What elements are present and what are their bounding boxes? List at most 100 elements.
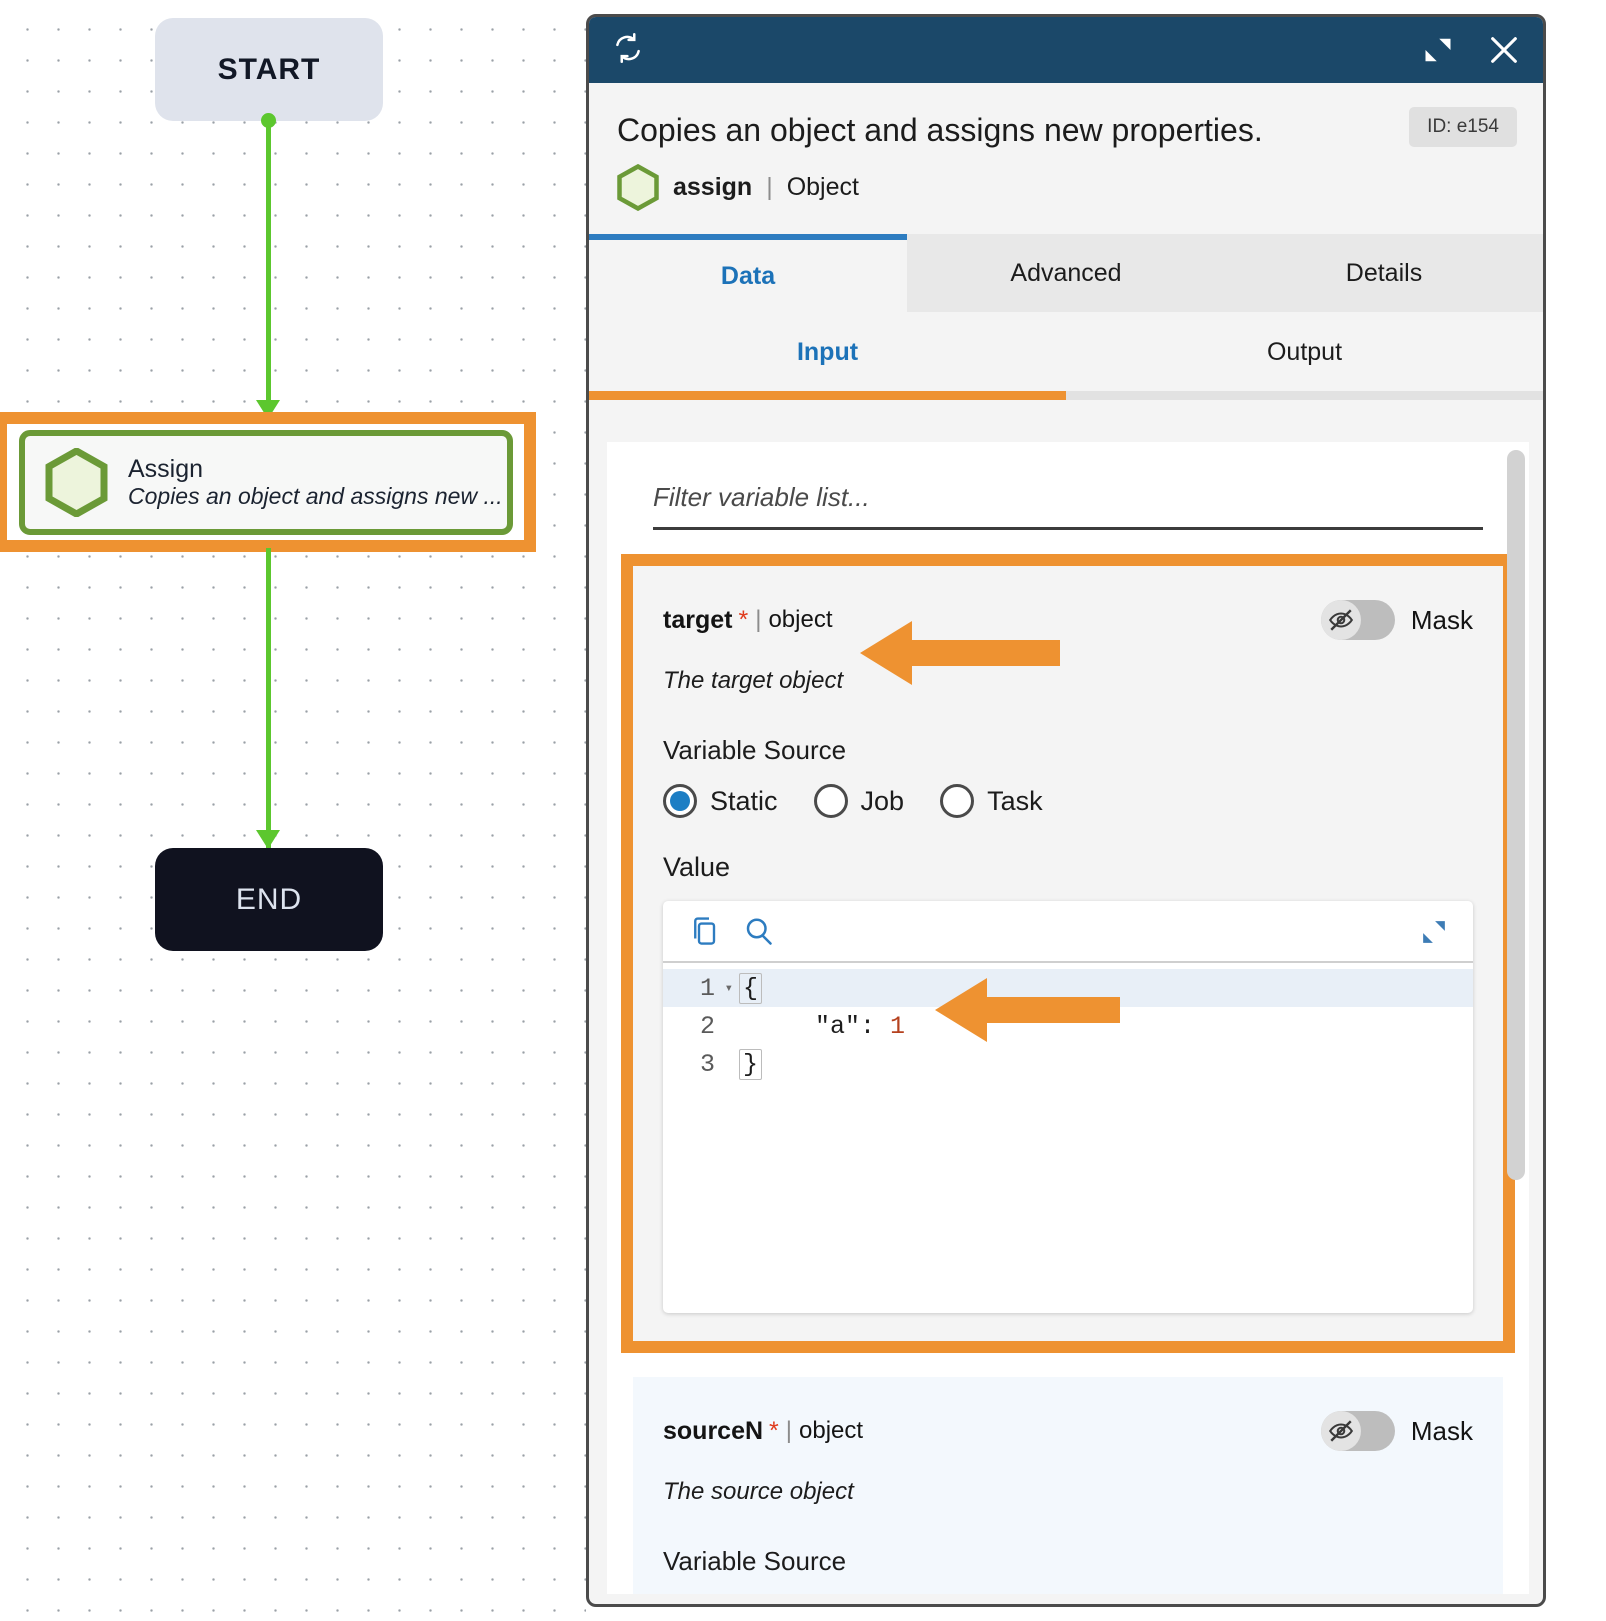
- radio-job-circle: [813, 784, 848, 818]
- code-json-value: 1: [890, 1011, 906, 1041]
- dialog-subtitle-row: assign | Object: [589, 148, 1543, 212]
- code-text: "a": 1: [739, 1012, 905, 1041]
- radio-job[interactable]: Job: [813, 784, 905, 818]
- radio-job-label: Job: [860, 785, 905, 816]
- variable-type: object: [799, 1417, 864, 1444]
- radio-task-label: Task: [987, 785, 1043, 816]
- eye-off-icon: [1320, 600, 1361, 640]
- end-node-label: END: [235, 882, 303, 916]
- close-icon[interactable]: [1487, 33, 1521, 67]
- mask-control: Mask: [1320, 1411, 1473, 1451]
- id-badge: ID: e154: [1409, 107, 1517, 147]
- variable-description: The source object: [663, 1478, 854, 1505]
- page-title: Copies an object and assigns new propert…: [617, 112, 1263, 148]
- value-label: Value: [663, 852, 731, 882]
- tab-output-label: Output: [1266, 338, 1343, 367]
- code-text: }: [739, 1048, 763, 1080]
- dialog-header: [589, 17, 1543, 83]
- variable-card-sourceN-wrap: sourceN * | object: [633, 1377, 1503, 1594]
- filter-input[interactable]: [653, 478, 1483, 530]
- code-line[interactable]: 3 }: [663, 1045, 1473, 1083]
- variable-source-label: Variable Source: [663, 1546, 847, 1576]
- edge-arrowhead: [256, 830, 280, 849]
- variable-description: The target object: [663, 667, 844, 694]
- line-number: 1▾: [699, 973, 733, 1003]
- code-line[interactable]: 2 "a": 1: [663, 1007, 1473, 1045]
- vertical-scrollbar[interactable]: [1507, 450, 1525, 1180]
- variable-card-sourceN: sourceN * | object: [633, 1377, 1503, 1594]
- assign-node-subtitle: Copies an object and assigns new ...: [128, 482, 503, 509]
- required-marker: *: [769, 1416, 779, 1445]
- variables-panel[interactable]: target * | object: [607, 442, 1529, 1594]
- search-icon[interactable]: [743, 916, 773, 946]
- restore-window-icon[interactable]: [1423, 35, 1453, 65]
- hexagon-icon: [617, 164, 659, 212]
- tab-input-label: Input: [796, 338, 859, 367]
- code-json-key: "a":: [815, 1011, 876, 1041]
- assign-node-title: Assign: [128, 454, 204, 483]
- tab-data[interactable]: Data: [589, 234, 907, 313]
- flow-canvas[interactable]: START Assign Copies an object and assign…: [0, 0, 586, 1621]
- eye-off-icon: [1320, 1411, 1361, 1451]
- io-tabs: Input Output: [589, 312, 1543, 401]
- edge-source-dot: [261, 113, 276, 128]
- assign-node[interactable]: Assign Copies an object and assigns new …: [19, 430, 513, 535]
- expand-icon[interactable]: [1421, 919, 1447, 950]
- radio-static-label: Static: [710, 785, 778, 816]
- variable-header: sourceN * | object: [663, 1411, 1473, 1451]
- tab-details[interactable]: Details: [1225, 234, 1543, 313]
- tab-data-label: Data: [720, 261, 776, 290]
- required-marker: *: [738, 605, 749, 634]
- start-node-label: START: [217, 52, 321, 86]
- hexagon-icon: [45, 448, 108, 517]
- tab-advanced[interactable]: Advanced: [907, 234, 1225, 313]
- filter-row: [607, 442, 1529, 530]
- activity-type: Object: [786, 173, 859, 202]
- start-node[interactable]: START: [155, 18, 383, 121]
- mask-label: Mask: [1410, 1415, 1473, 1446]
- tab-output[interactable]: Output: [1066, 312, 1543, 401]
- activity-name: assign: [673, 173, 753, 202]
- variable-source-radios: Static Job Task: [663, 784, 1473, 818]
- variable-card-target: target * | object: [633, 566, 1503, 1341]
- sync-icon[interactable]: [613, 32, 643, 69]
- variable-header: target * | object: [663, 600, 1473, 640]
- variable-name: target: [663, 605, 733, 634]
- main-tabs: Data Advanced Details: [589, 234, 1543, 313]
- radio-static[interactable]: Static: [663, 784, 778, 818]
- fold-arrow-icon[interactable]: ▾: [724, 980, 733, 997]
- code-line[interactable]: 1▾ {: [663, 969, 1473, 1007]
- edge-line: [266, 548, 271, 848]
- tab-output-underline: [1066, 391, 1543, 401]
- tab-advanced-label: Advanced: [1010, 258, 1122, 287]
- variable-name: sourceN: [663, 1416, 764, 1445]
- properties-dialog: Copies an object and assigns new propert…: [586, 14, 1546, 1607]
- copy-icon[interactable]: [689, 915, 719, 947]
- mask-toggle[interactable]: [1320, 600, 1395, 640]
- editor-lines[interactable]: 1▾ { 2 "a": 1 3: [663, 963, 1473, 1083]
- line-number: 2: [699, 1011, 715, 1041]
- variable-type: object: [768, 606, 833, 633]
- variable-separator: |: [755, 606, 762, 633]
- tab-details-label: Details: [1345, 258, 1423, 287]
- subtitle-separator: |: [766, 173, 773, 202]
- line-number: 3: [699, 1049, 715, 1079]
- assign-node-highlight: Assign Copies an object and assigns new …: [0, 412, 536, 552]
- variable-separator: |: [785, 1417, 793, 1444]
- edge-line: [266, 121, 271, 418]
- radio-static-circle: [663, 784, 697, 818]
- target-variable-highlight: target * | object: [621, 554, 1515, 1353]
- mask-control: Mask: [1320, 600, 1473, 640]
- end-node[interactable]: END: [155, 848, 383, 951]
- editor-toolbar: [663, 901, 1473, 963]
- mask-toggle[interactable]: [1320, 1411, 1395, 1451]
- json-editor[interactable]: 1▾ { 2 "a": 1 3: [663, 901, 1473, 1313]
- code-text: {: [739, 972, 763, 1004]
- dialog-titlebar: Copies an object and assigns new propert…: [589, 83, 1543, 149]
- tab-input[interactable]: Input: [589, 312, 1066, 401]
- variable-source-label: Variable Source: [663, 735, 847, 765]
- tab-input-underline: [589, 391, 1066, 401]
- radio-task-circle: [940, 784, 975, 818]
- mask-label: Mask: [1410, 604, 1473, 635]
- radio-task[interactable]: Task: [940, 784, 1043, 818]
